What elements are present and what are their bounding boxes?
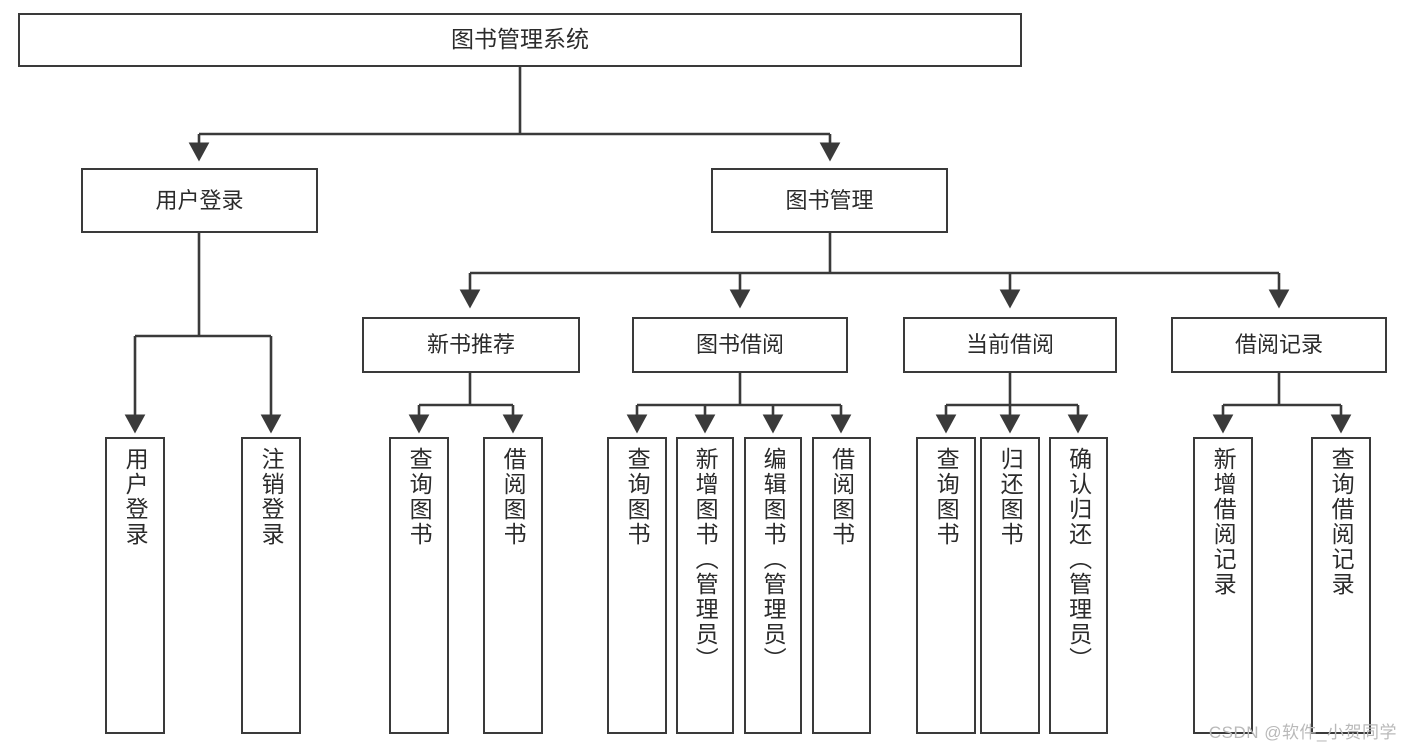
node-leaf-borrow-book-1-label: 借阅图书 xyxy=(500,447,527,547)
node-leaf-logout-label: 注销登录 xyxy=(258,447,285,547)
node-leaf-add-book[interactable]: 新增图书（管理员） xyxy=(676,437,734,734)
node-current-borrow-label: 当前借阅 xyxy=(965,332,1054,358)
node-leaf-query-record-label: 查询借阅记录 xyxy=(1328,447,1355,597)
node-leaf-borrow-book-2-label: 借阅图书 xyxy=(828,447,855,547)
node-borrow-record-label: 借阅记录 xyxy=(1234,332,1323,358)
node-leaf-return-book[interactable]: 归还图书 xyxy=(980,437,1040,734)
node-leaf-user-login-label: 用户登录 xyxy=(122,447,149,547)
node-leaf-user-login[interactable]: 用户登录 xyxy=(105,437,165,734)
node-leaf-query-book-2[interactable]: 查询图书 xyxy=(607,437,667,734)
watermark-text: CSDN @软件_小贺同学 xyxy=(1208,723,1397,742)
node-leaf-query-book-1-label: 查询图书 xyxy=(406,447,433,547)
node-user-login-label: 用户登录 xyxy=(155,187,244,213)
node-leaf-query-book-3-label: 查询图书 xyxy=(933,447,960,547)
node-leaf-add-record-label: 新增借阅记录 xyxy=(1210,447,1237,597)
node-book-borrow[interactable]: 图书借阅 xyxy=(632,317,848,373)
node-leaf-confirm-return-label: 确认归还（管理员） xyxy=(1065,447,1092,672)
node-leaf-add-book-label: 新增图书（管理员） xyxy=(692,447,719,672)
node-leaf-query-book-1[interactable]: 查询图书 xyxy=(389,437,449,734)
node-leaf-confirm-return[interactable]: 确认归还（管理员） xyxy=(1049,437,1108,734)
node-leaf-query-book-3[interactable]: 查询图书 xyxy=(916,437,976,734)
node-leaf-query-record[interactable]: 查询借阅记录 xyxy=(1311,437,1371,734)
node-new-book-recommend-label: 新书推荐 xyxy=(426,332,515,358)
node-leaf-edit-book-label: 编辑图书（管理员） xyxy=(760,447,787,672)
node-leaf-borrow-book-1[interactable]: 借阅图书 xyxy=(483,437,543,734)
node-leaf-logout[interactable]: 注销登录 xyxy=(241,437,301,734)
node-root[interactable]: 图书管理系统 xyxy=(18,13,1022,67)
node-root-label: 图书管理系统 xyxy=(451,26,589,53)
node-leaf-edit-book[interactable]: 编辑图书（管理员） xyxy=(744,437,802,734)
node-user-login[interactable]: 用户登录 xyxy=(81,168,318,233)
node-book-manage-label: 图书管理 xyxy=(785,187,874,213)
node-current-borrow[interactable]: 当前借阅 xyxy=(903,317,1117,373)
node-borrow-record[interactable]: 借阅记录 xyxy=(1171,317,1387,373)
node-leaf-add-record[interactable]: 新增借阅记录 xyxy=(1193,437,1253,734)
node-leaf-query-book-2-label: 查询图书 xyxy=(624,447,651,547)
node-new-book-recommend[interactable]: 新书推荐 xyxy=(362,317,580,373)
node-leaf-borrow-book-2[interactable]: 借阅图书 xyxy=(812,437,871,734)
node-leaf-return-book-label: 归还图书 xyxy=(997,447,1024,547)
node-book-manage[interactable]: 图书管理 xyxy=(711,168,948,233)
node-book-borrow-label: 图书借阅 xyxy=(695,332,784,358)
